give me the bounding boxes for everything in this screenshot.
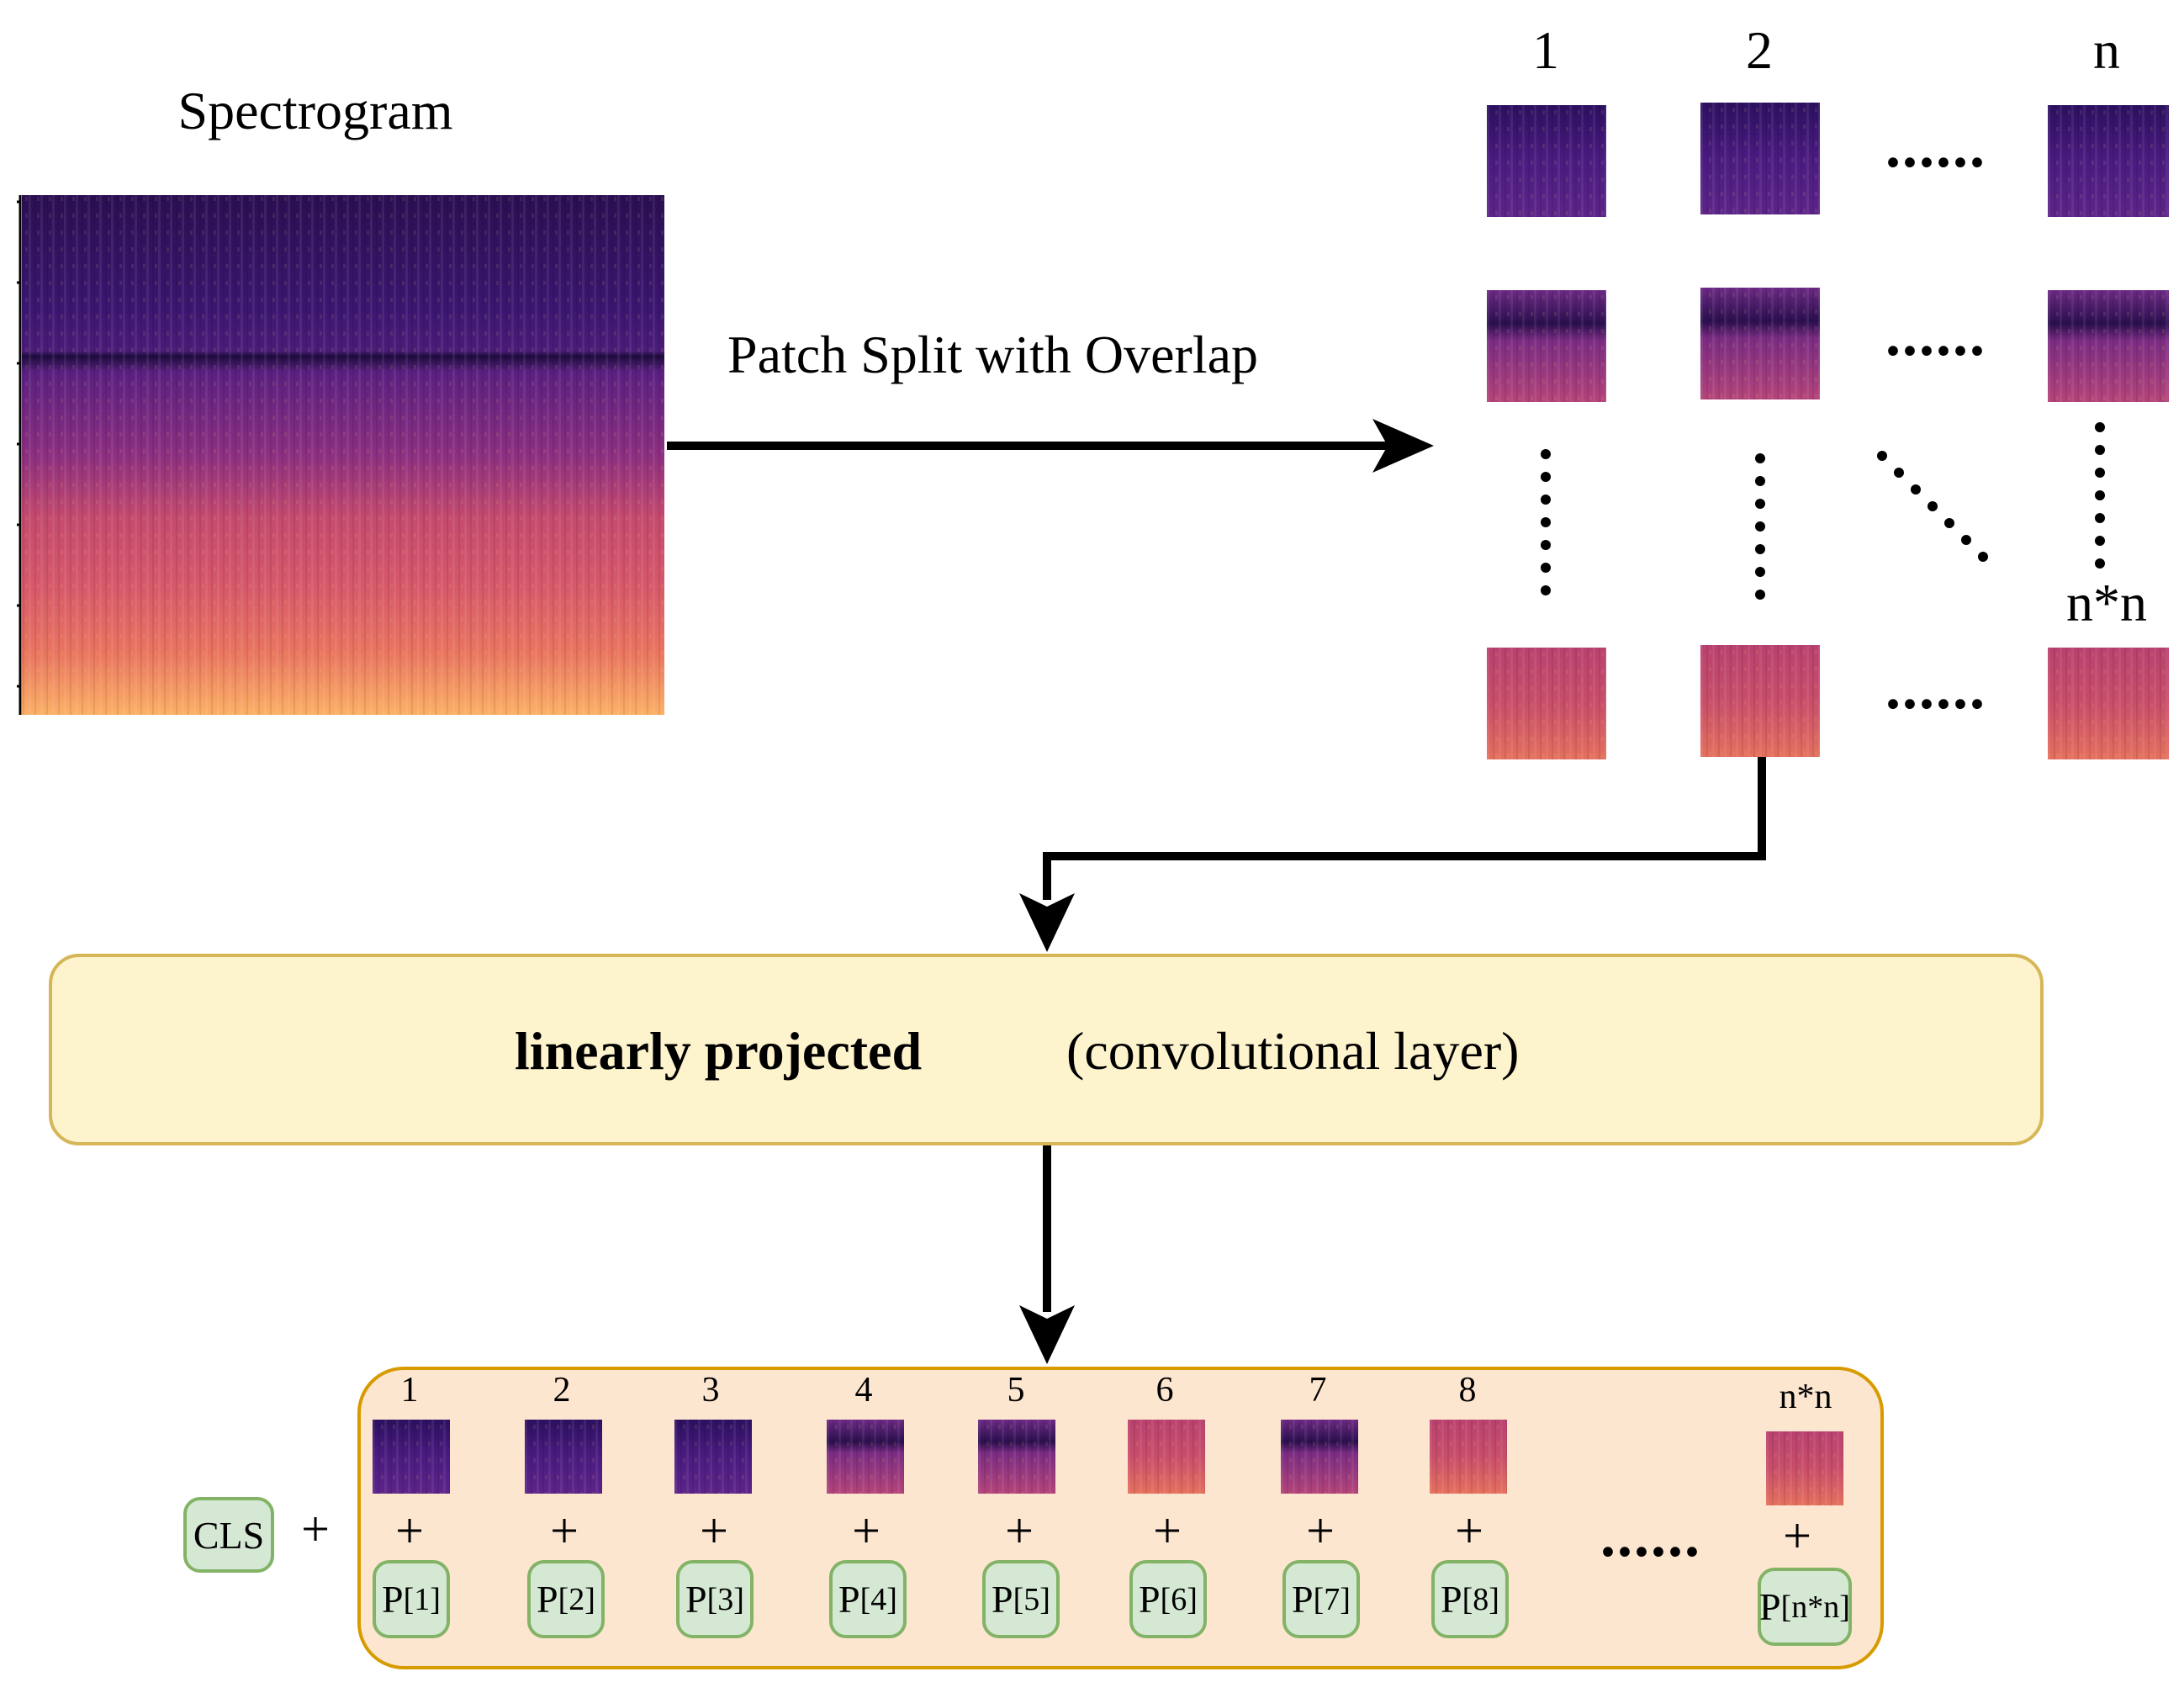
- seq-index-8: 8: [1458, 1371, 1477, 1410]
- grid-col-label-n: n: [2093, 20, 2120, 80]
- patch-r2-c1: [1487, 290, 1606, 402]
- pos-token-4: P[4]: [829, 1560, 907, 1638]
- seq-index-7: 7: [1309, 1371, 1327, 1410]
- grid-last-label: n*n: [2066, 573, 2147, 632]
- seq-index-1: 1: [400, 1371, 419, 1410]
- pos-sub: [7]: [1313, 1581, 1351, 1617]
- pos-token-7: P[7]: [1282, 1560, 1360, 1638]
- pos-prefix: P: [1759, 1585, 1781, 1628]
- projection-bold-label: linearly projected: [515, 1021, 923, 1081]
- diagonal-dots: [1877, 451, 1988, 562]
- seq-dots: ......: [1600, 1502, 1701, 1569]
- pos-sub: [2]: [558, 1581, 595, 1617]
- grid-rown-dots: ......: [1885, 654, 1986, 722]
- seq-index-nn: n*n: [1779, 1378, 1832, 1416]
- pos-sub: [8]: [1462, 1581, 1499, 1617]
- pos-prefix: P: [382, 1578, 404, 1621]
- seq-patch-7: [1281, 1420, 1358, 1494]
- projection-box: [49, 954, 2044, 1145]
- spectrogram-title: Spectrogram: [177, 81, 453, 140]
- grid-row1-dots: ......: [1885, 113, 1986, 180]
- pos-prefix: P: [992, 1578, 1013, 1621]
- vertical-dots-col2: [1755, 453, 1765, 600]
- seq-patch-1: [373, 1420, 450, 1494]
- pos-token-6: P[6]: [1129, 1560, 1207, 1638]
- pos-token-8: P[8]: [1431, 1560, 1509, 1638]
- seq-plus-8: +: [1455, 1503, 1483, 1558]
- pos-prefix: P: [1292, 1578, 1314, 1621]
- seq-index-4: 4: [854, 1371, 873, 1410]
- pos-prefix: P: [537, 1578, 558, 1621]
- seq-plus-1: +: [395, 1503, 424, 1558]
- seq-plus-6: +: [1153, 1503, 1182, 1558]
- pos-token-1: P[1]: [373, 1560, 450, 1638]
- cls-label: CLS: [193, 1513, 265, 1557]
- pos-prefix: P: [838, 1578, 860, 1621]
- seq-patch-5: [978, 1420, 1055, 1494]
- seq-patch-3: [674, 1420, 752, 1494]
- grid-row2-dots: ......: [1885, 301, 1986, 368]
- pos-sub: [5]: [1013, 1581, 1050, 1617]
- grid-col-label-2: 2: [1746, 20, 1773, 80]
- cls-token: CLS: [183, 1497, 274, 1573]
- seq-index-5: 5: [1007, 1371, 1025, 1410]
- patch-rn-c1: [1487, 648, 1606, 759]
- pos-sub: [4]: [859, 1581, 897, 1617]
- seq-plus-nn: +: [1783, 1508, 1811, 1563]
- patch-r1-c1: [1487, 105, 1606, 217]
- patch-r1-c2: [1700, 103, 1820, 214]
- seq-patch-6: [1128, 1420, 1205, 1494]
- patch-rn-cn: [2048, 648, 2169, 759]
- pos-prefix: P: [685, 1578, 707, 1621]
- sequence-arrowhead: [1019, 1305, 1075, 1364]
- patch-rn-c2: [1700, 645, 1820, 757]
- seq-plus-5: +: [1005, 1503, 1034, 1558]
- patch-r1-cn: [2048, 105, 2169, 217]
- projection-paren-label: (convolutional layer): [1066, 1021, 1520, 1081]
- seq-patch-2: [525, 1420, 602, 1494]
- pos-token-2: P[2]: [527, 1560, 605, 1638]
- pos-token-5: P[5]: [982, 1560, 1060, 1638]
- seq-patch-4: [827, 1420, 904, 1494]
- seq-plus-2: +: [550, 1503, 579, 1558]
- seq-plus-7: +: [1306, 1503, 1335, 1558]
- pos-sub: [6]: [1160, 1581, 1198, 1617]
- patch-split-label: Patch Split with Overlap: [727, 325, 1259, 384]
- seq-index-2: 2: [553, 1371, 571, 1410]
- seq-index-6: 6: [1155, 1371, 1174, 1410]
- grid-col-label-1: 1: [1532, 20, 1559, 80]
- pos-token-3: P[3]: [676, 1560, 754, 1638]
- seq-patch-nn: [1766, 1431, 1843, 1505]
- patch-r2-c2: [1700, 288, 1820, 399]
- pos-token-nn: P[n*n]: [1758, 1568, 1852, 1646]
- sequence-box: [357, 1367, 1884, 1669]
- split-arrowhead: [1372, 419, 1434, 473]
- seq-index-3: 3: [701, 1371, 720, 1410]
- vertical-dots-coln: [2095, 422, 2105, 569]
- vertical-dots-col1: [1541, 449, 1551, 595]
- seq-plus-3: +: [700, 1503, 728, 1558]
- pos-prefix: P: [1441, 1578, 1462, 1621]
- seq-patch-8: [1430, 1420, 1507, 1494]
- projection-arrowhead: [1019, 893, 1075, 952]
- pos-sub: [n*n]: [1780, 1589, 1850, 1625]
- seq-plus-4: +: [852, 1503, 880, 1558]
- pos-prefix: P: [1139, 1578, 1161, 1621]
- spectrogram-image: [17, 195, 664, 715]
- cls-plus: +: [301, 1501, 330, 1557]
- grid-to-projection-arrow: [1043, 757, 1766, 900]
- pos-sub: [1]: [403, 1581, 441, 1617]
- patch-r2-cn: [2048, 290, 2169, 402]
- pos-sub: [3]: [706, 1581, 744, 1617]
